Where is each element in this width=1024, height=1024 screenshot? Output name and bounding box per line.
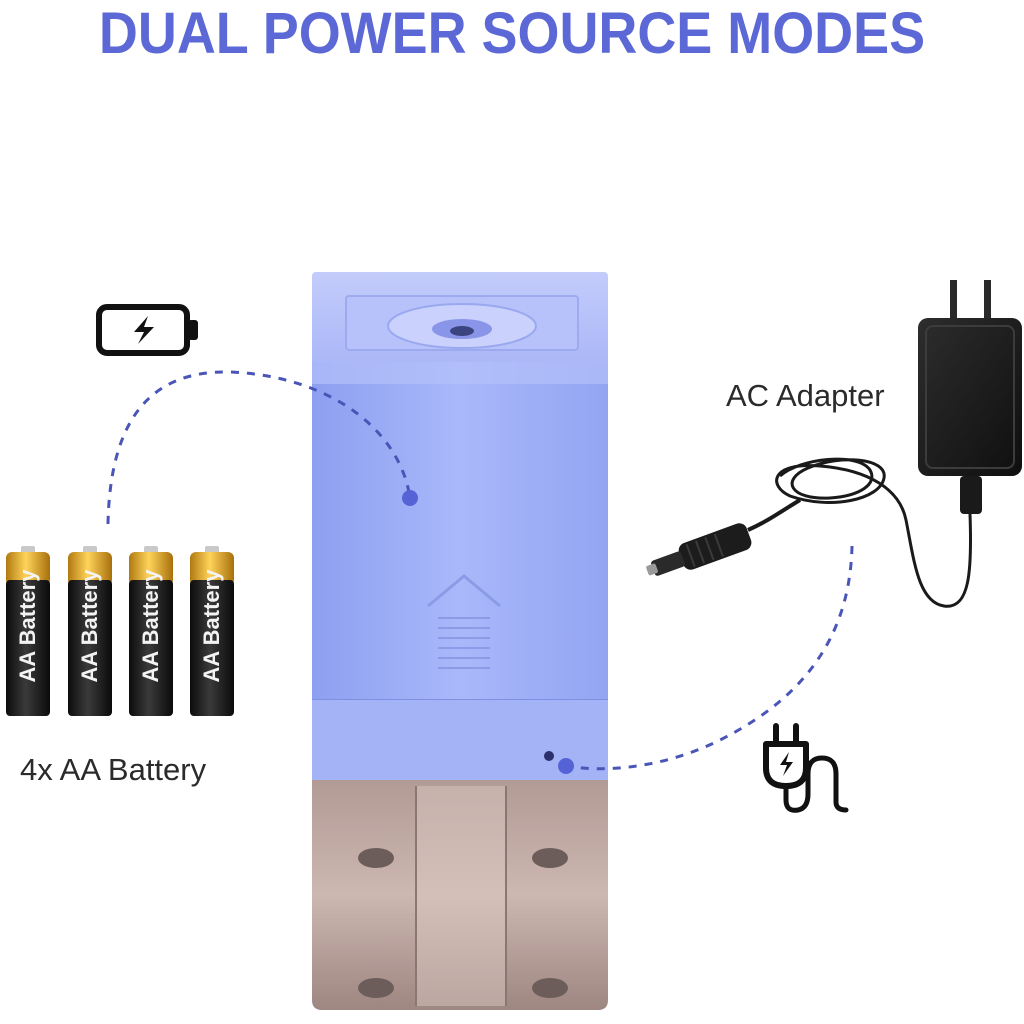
- battery-cell-label: AA Battery: [138, 569, 163, 683]
- sharpener-body: [312, 362, 608, 702]
- battery-cell-label: AA Battery: [77, 569, 102, 683]
- dc-port-dot: [558, 758, 574, 774]
- dc-input-port: [544, 751, 554, 761]
- battery-connector-line: [106, 370, 412, 525]
- sharpener-device: [312, 272, 608, 1010]
- ac-adapter: [646, 280, 1022, 608]
- aa-battery: AA Battery: [127, 546, 175, 718]
- aa-battery: AA Battery: [4, 546, 52, 718]
- battery-label: 4x AA Battery: [20, 752, 207, 787]
- page-title: DUAL POWER SOURCE MODES: [98, 1, 926, 66]
- battery-compartment-dot: [402, 490, 418, 506]
- adapter-connector-line: [565, 545, 854, 771]
- battery-cell-label: AA Battery: [15, 569, 40, 683]
- power-plug-icon: [763, 723, 849, 813]
- ac-adapter-label: AC Adapter: [726, 378, 885, 413]
- battery-cell-label: AA Battery: [199, 569, 224, 683]
- aa-battery: AA Battery: [188, 546, 236, 718]
- aa-battery: AA Battery: [66, 546, 114, 718]
- battery-charging-icon: [96, 304, 198, 356]
